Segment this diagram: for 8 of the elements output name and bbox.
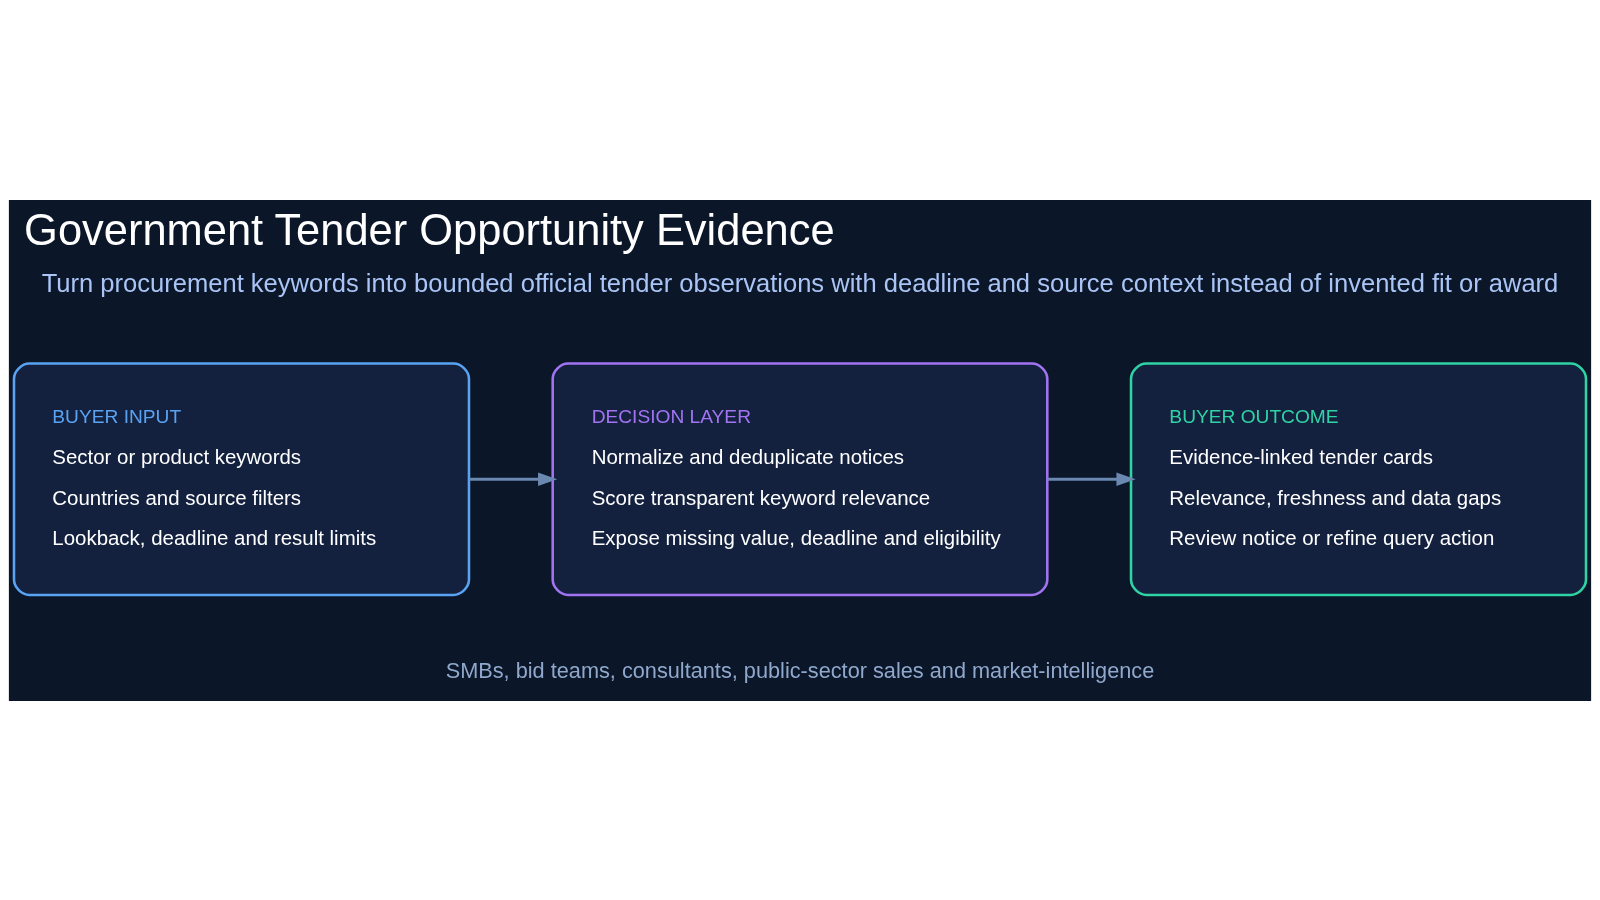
arrow xyxy=(1047,472,1136,486)
label: Turn procurement keywords into bounded official tender observations with deadline and source context instead of invented fit or award xyxy=(41,268,1559,297)
node-box: DECISION LAYER Normalize and deduplicate notices Score transparent keyword relevance Expose missing value, deadline and eligibility xyxy=(551,361,1049,596)
node-box: BUYER OUTCOME Evidence-linked tender cards Relevance, freshness and data gaps Review notice or refine query action xyxy=(1129,361,1588,596)
label: SMBs, bid teams, consultants, public-sector sales and market-intelligence xyxy=(445,657,1155,683)
node-box: BUYER INPUT Sector or product keywords Countries and source filters Lookback, deadline and result limits xyxy=(12,361,471,596)
arrow xyxy=(469,472,558,486)
diagram-title: Government Tender Opportunity Evidence xyxy=(24,205,835,254)
